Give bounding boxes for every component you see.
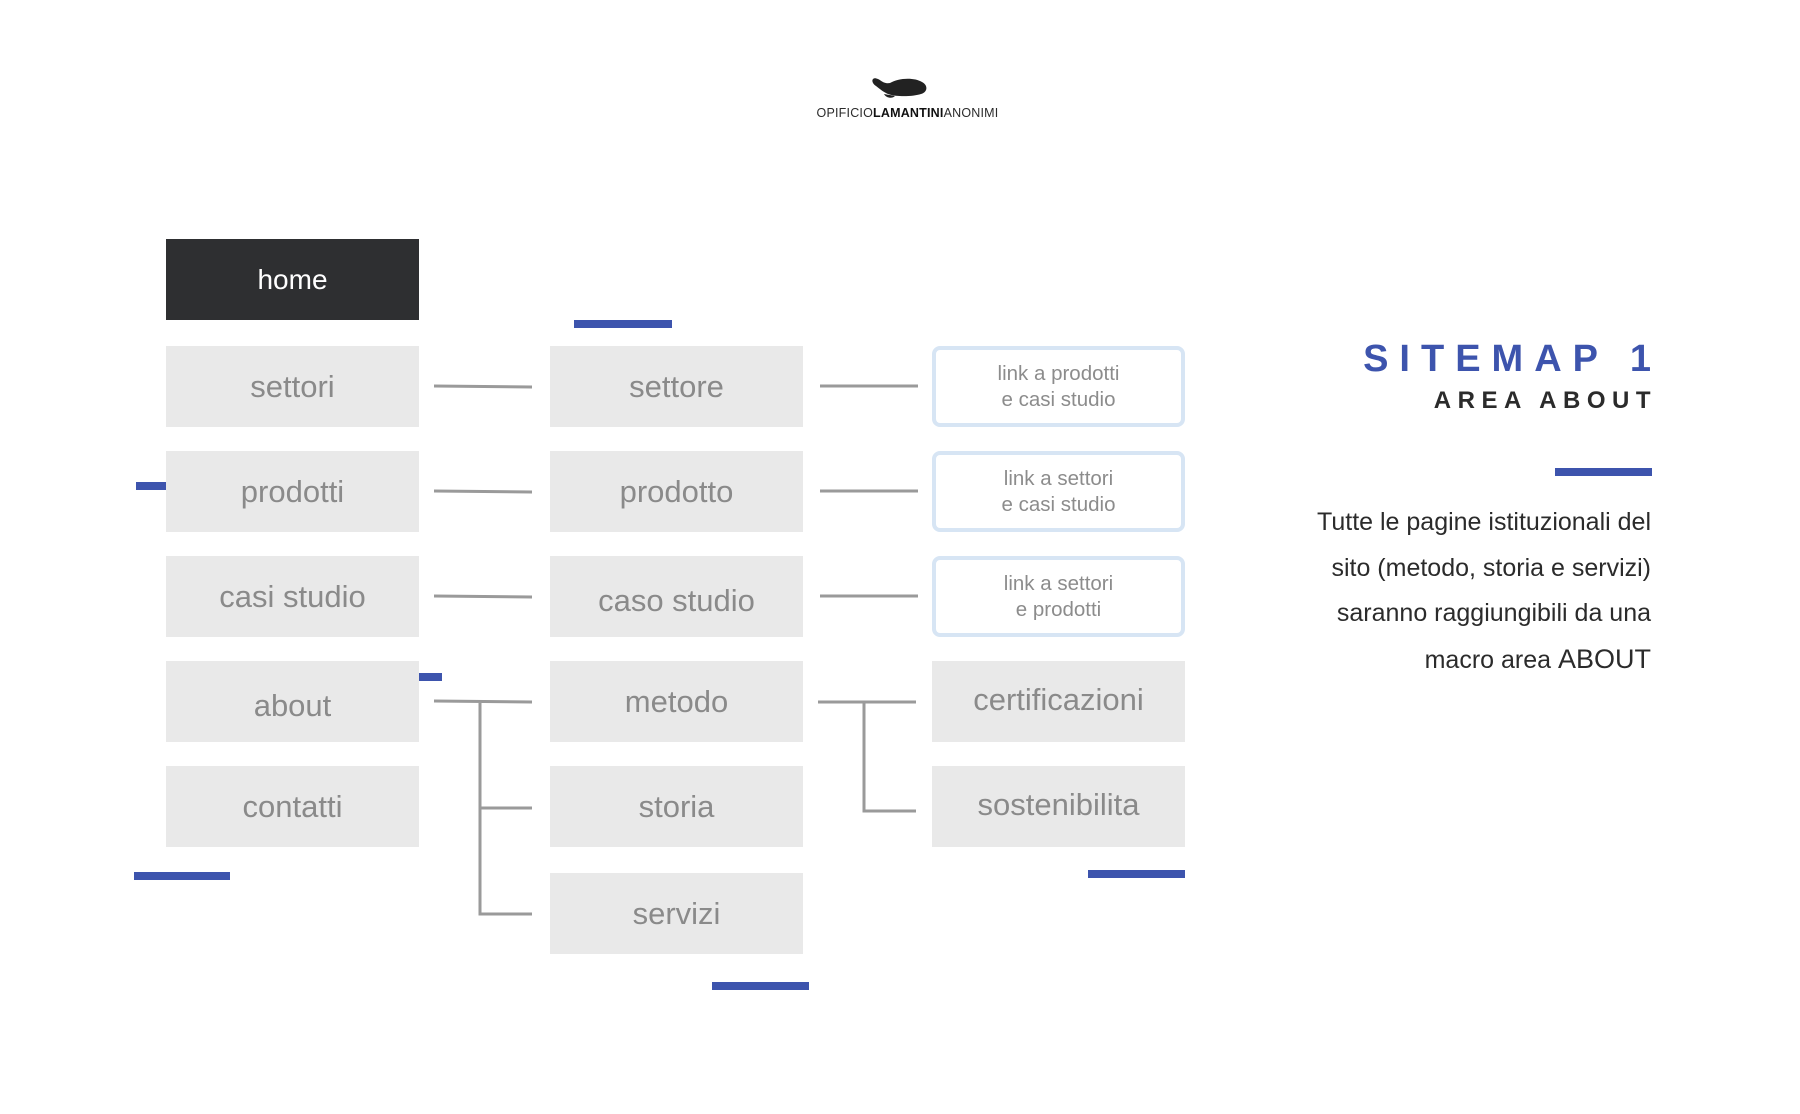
node-label: sostenibilita: [977, 786, 1140, 822]
page-subtitle: AREA ABOUT: [1433, 387, 1657, 414]
node-label: casi studio: [219, 578, 366, 614]
node-sostenibilita[interactable]: sostenibilita: [932, 766, 1185, 847]
node-label: metodo: [624, 683, 729, 719]
node-certificazioni[interactable]: certificazioni: [932, 661, 1185, 742]
node-contatti[interactable]: contatti: [166, 766, 419, 847]
description-line: Tutte le pagine istituzionali del: [1317, 508, 1651, 536]
connector-metodo-tree: [818, 700, 916, 813]
link-label: link a settori e casi studio: [1001, 466, 1116, 516]
accent-bar: [134, 872, 230, 880]
description-prefix: macro area: [1424, 645, 1558, 674]
node-prodotti[interactable]: prodotti: [166, 451, 419, 532]
accent-bar: [1088, 870, 1185, 878]
node-link-prodotti-casi[interactable]: link a prodotti e casi studio: [932, 346, 1185, 427]
node-settori[interactable]: settori: [166, 346, 419, 427]
accent-bar: [712, 982, 809, 990]
node-about[interactable]: about: [166, 661, 419, 742]
connector-casi-caso: [433, 594, 533, 599]
brand-logo: OPIFICIOLAMANTINIANONIMI: [800, 72, 1015, 130]
description-line: sito (metodo, storia e servizi): [1331, 553, 1651, 582]
connector-prodotti-prodotto: [433, 489, 533, 494]
page-title: SITEMAP 1: [1363, 338, 1662, 380]
accent-bar: [574, 320, 672, 328]
node-label: prodotti: [240, 473, 345, 509]
node-home-label: home: [257, 263, 328, 295]
node-prodotto[interactable]: prodotto: [550, 451, 803, 532]
node-casi-studio[interactable]: casi studio: [166, 556, 419, 637]
connector-about-tree: [433, 699, 533, 916]
node-label: storia: [638, 788, 715, 824]
node-link-settori-prodotti[interactable]: link a settori e prodotti: [932, 556, 1185, 637]
description-text: Tutte le pagine istituzionali del sito (…: [1271, 500, 1651, 683]
node-label: settore: [629, 368, 724, 404]
page-heading: SITEMAP 1 AREA ABOUT: [1363, 338, 1651, 415]
node-caso-studio[interactable]: caso studio: [550, 556, 803, 637]
node-home[interactable]: home: [166, 239, 419, 320]
description-line: macro area ABOUT: [1271, 637, 1651, 684]
node-label: about: [253, 687, 332, 723]
link-label: link a prodotti e casi studio: [997, 361, 1120, 411]
node-label: certificazioni: [973, 681, 1144, 717]
brand-wordmark: OPIFICIOLAMANTINIANONIMI: [816, 106, 999, 120]
description-emphasis: ABOUT: [1557, 643, 1651, 674]
accent-bar: [1555, 468, 1652, 476]
node-label: prodotto: [619, 473, 734, 509]
node-metodo[interactable]: metodo: [550, 661, 803, 742]
link-label: link a settori e prodotti: [1003, 571, 1114, 621]
node-label: contatti: [242, 788, 343, 824]
node-label: caso studio: [598, 582, 755, 618]
node-servizi[interactable]: servizi: [550, 873, 803, 954]
node-settore[interactable]: settore: [550, 346, 803, 427]
manatee-logo-icon: [872, 78, 927, 98]
connector-settori-settore: [433, 384, 533, 389]
node-label: settori: [250, 368, 335, 404]
description-line: saranno raggiungibili da una: [1336, 599, 1651, 627]
node-label: servizi: [632, 895, 721, 931]
node-storia[interactable]: storia: [550, 766, 803, 847]
node-link-settori-casi[interactable]: link a settori e casi studio: [932, 451, 1185, 532]
accent-bar: [136, 482, 166, 490]
